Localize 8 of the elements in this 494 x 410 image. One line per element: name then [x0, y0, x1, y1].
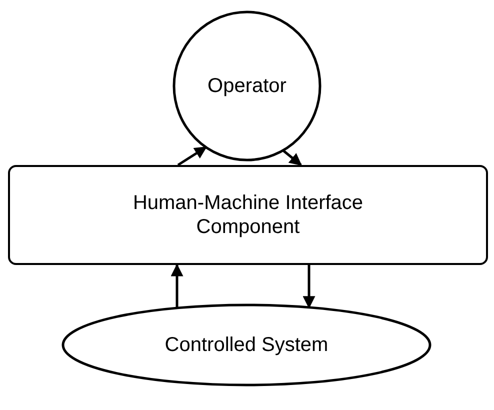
node-label: Operator — [208, 74, 286, 98]
node-label: Controlled System — [164, 333, 328, 357]
arrow — [302, 265, 316, 309]
process-box — [8, 165, 488, 265]
node-label: Human-Machine Interface Component — [132, 191, 364, 239]
arrow — [177, 146, 208, 166]
arrow — [282, 149, 302, 166]
arrow — [170, 264, 184, 308]
